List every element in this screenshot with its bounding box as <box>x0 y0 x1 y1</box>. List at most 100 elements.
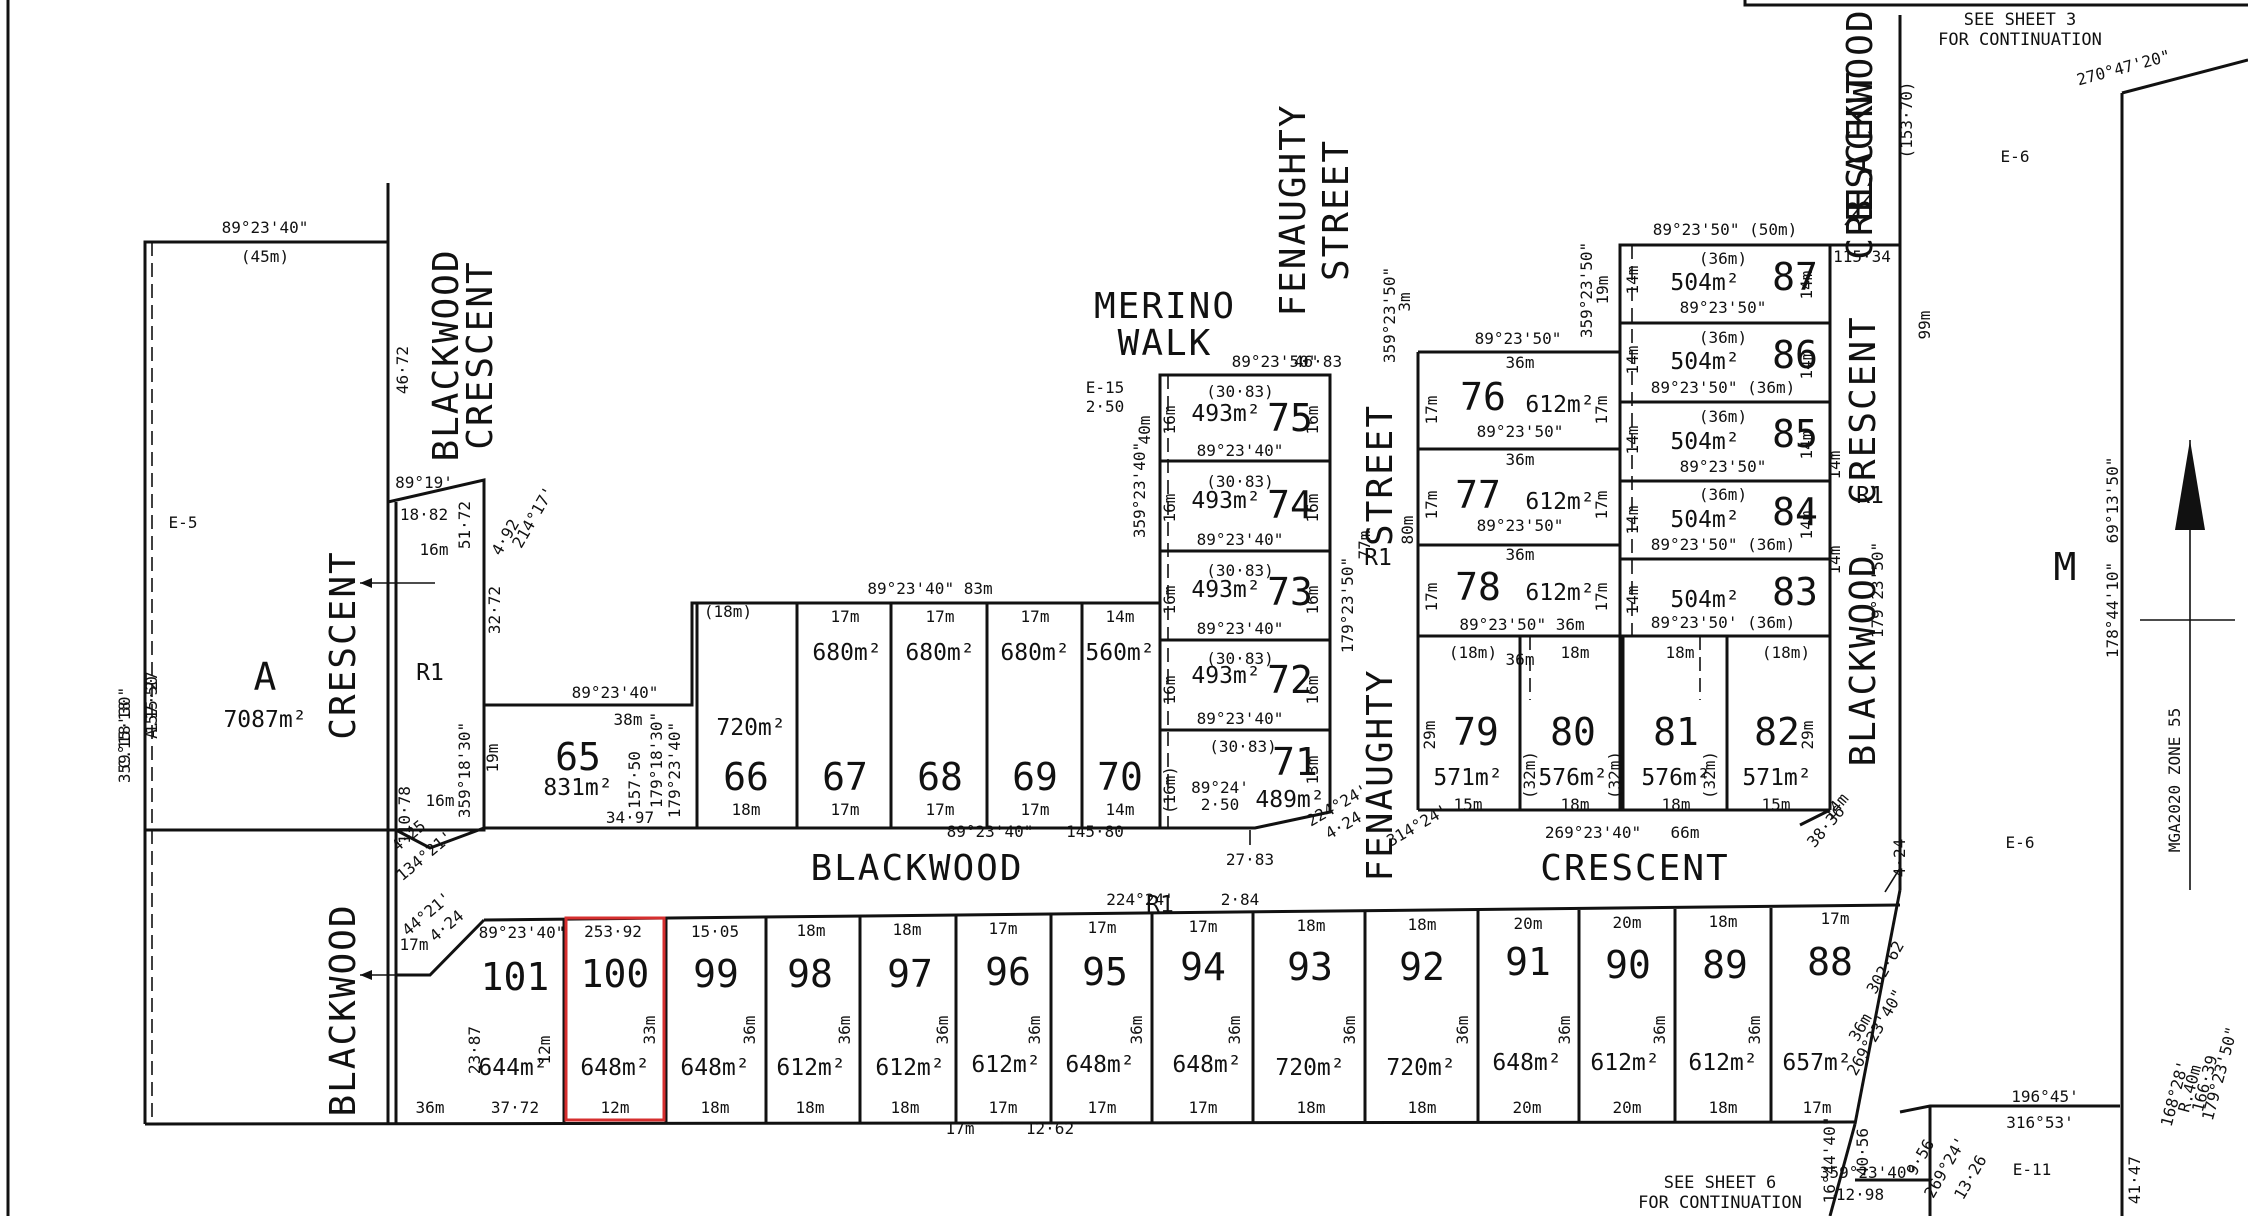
dimension-88: (32m) <box>1605 751 1624 799</box>
dimension-48: 89°23'40" <box>1197 619 1284 638</box>
easement-label-2: E-6 <box>2006 833 2035 852</box>
dimension-7: 38m <box>614 710 643 729</box>
dimension-26: 17m <box>831 607 860 626</box>
lot-number-79: 79 <box>1453 710 1499 754</box>
dimension-148: 36m <box>740 1016 759 1045</box>
lot-number-88: 88 <box>1807 940 1853 984</box>
note-sheet6-line2: FOR CONTINUATION <box>1638 1193 1802 1213</box>
dimension-154: 36m <box>1340 1016 1359 1045</box>
lot-area-86: 504m² <box>1670 349 1739 375</box>
north-arrow <box>2140 440 2235 890</box>
dimension-94: 18m <box>1662 795 1691 814</box>
dimension-201: 179°23'40" <box>665 722 684 818</box>
dimension-10: 19m <box>483 744 502 773</box>
dimension-143: 17m <box>1821 909 1850 928</box>
dimension-124: 115·34 <box>1833 247 1891 266</box>
dimension-29: 14m <box>1106 607 1135 626</box>
lot-area-74: 493m² <box>1191 488 1260 514</box>
dimension-110: 14m <box>1623 266 1642 295</box>
dimension-86: (18m) <box>1762 643 1810 662</box>
dimension-135: 17m <box>989 919 1018 938</box>
dimension-155: 36m <box>1453 1016 1472 1045</box>
lot-number-69: 69 <box>1012 755 1058 799</box>
lot-number-95: 95 <box>1082 950 1128 994</box>
lot-area-68: 680m² <box>905 640 974 666</box>
dimension-17: 214°17' <box>508 483 558 551</box>
dimension-57: 16m <box>1303 676 1322 705</box>
lot-number-73: 73 <box>1267 570 1313 614</box>
dimension-71: 36m <box>1506 450 1535 469</box>
dimension-103: (36m) <box>1699 407 1747 426</box>
lot-number-99: 99 <box>693 952 739 996</box>
lot-number-85: 85 <box>1772 412 1818 456</box>
easement-label-3: E-11 <box>2013 1160 2052 1179</box>
lot-number-78: 78 <box>1455 565 1501 609</box>
road-label-14: CRESCENT <box>1843 315 1884 504</box>
dimension-83: (18m) <box>1449 643 1497 662</box>
dimension-190: 178°44'10" <box>2103 562 2122 658</box>
dimension-138: 18m <box>1297 916 1326 935</box>
lot-divisions <box>562 321 1830 1122</box>
lot-area-76: 612m² <box>1525 392 1594 418</box>
dimension-139: 18m <box>1408 915 1437 934</box>
dimension-116: 14m <box>1797 351 1816 380</box>
dimension-173: 18m <box>1709 1098 1738 1117</box>
lot-area-67: 680m² <box>812 640 881 666</box>
dimension-32: 17m <box>926 800 955 819</box>
dimension-170: 18m <box>1408 1098 1437 1117</box>
dimension-0: 89°23'40" <box>222 218 309 237</box>
dimension-23: 89°23'40" <box>947 822 1034 841</box>
dimension-156: 36m <box>1555 1016 1574 1045</box>
dimension-182: 12·98 <box>1836 1185 1884 1204</box>
dimension-80: 17m <box>1592 491 1611 520</box>
dimension-9: 16m <box>426 791 455 810</box>
dimension-120: 14m <box>1825 546 1844 575</box>
road-label-15: BLACKWOOD <box>1843 553 1884 766</box>
easement-label-0: E-5 <box>169 513 198 532</box>
dimension-47: 89°23'40" <box>1197 530 1284 549</box>
dimension-75: 89°23'50" <box>1477 516 1564 535</box>
dimension-98: 89°23'50" (50m) <box>1653 220 1798 239</box>
dimension-82: 17m <box>1592 583 1611 612</box>
dimension-179: 16°44'40" <box>1820 1117 1839 1204</box>
road-label-19: R1 <box>1856 483 1884 509</box>
dimension-152: 36m <box>1127 1016 1146 1045</box>
dimension-74: 89°23'50" <box>1477 422 1564 441</box>
lot-number-84: 84 <box>1772 490 1818 534</box>
dimension-175: 17m <box>946 1119 975 1138</box>
lot-area-79: 571m² <box>1433 765 1502 791</box>
dimension-35: 89°23'50" <box>1232 352 1319 371</box>
lot-area-95: 648m² <box>1065 1052 1134 1078</box>
lot-number-81: 81 <box>1653 710 1699 754</box>
dimension-166: 17m <box>989 1098 1018 1117</box>
dimension-81: 17m <box>1422 583 1441 612</box>
dimension-160: 36m <box>416 1098 445 1117</box>
lot-area-66: 720m² <box>716 715 785 741</box>
dimension-14: 157·50 <box>142 676 161 734</box>
dimension-133: 18m <box>797 921 826 940</box>
dimension-200: 179°18'30" <box>647 712 666 808</box>
lot-area-73: 493m² <box>1191 577 1260 603</box>
dimension-171: 20m <box>1513 1098 1542 1117</box>
road-label-13: CRESCENT <box>1840 70 1881 259</box>
lot-area-65: 831m² <box>543 775 612 801</box>
note-sheet6-line1: SEE SHEET 6 <box>1664 1173 1777 1193</box>
dimension-112: 14m <box>1623 426 1642 455</box>
dimension-72: 36m <box>1506 545 1535 564</box>
lot-area-84: 504m² <box>1670 507 1739 533</box>
dimension-56: 16m <box>1160 676 1179 705</box>
dimension-174: 17m <box>1803 1098 1832 1117</box>
lot-number-65: 65 <box>555 735 601 779</box>
dimension-145: 23·87 <box>465 1026 484 1074</box>
lot-area-88: 657m² <box>1782 1050 1851 1076</box>
dimension-45: (30·83) <box>1209 737 1276 756</box>
road-label-12: BLACKWOOD <box>1840 8 1881 221</box>
dimension-8: 34·97 <box>606 808 654 827</box>
dimension-50: 16m <box>1160 406 1179 435</box>
lot-number-66: 66 <box>723 755 769 799</box>
dimension-85: 18m <box>1666 643 1695 662</box>
dimension-37: 359°23'50" <box>1380 267 1399 363</box>
lot-area-94: 648m² <box>1172 1052 1241 1078</box>
lot-number-98: 98 <box>787 952 833 996</box>
dimension-109: 89°23'50' (36m) <box>1651 613 1796 632</box>
